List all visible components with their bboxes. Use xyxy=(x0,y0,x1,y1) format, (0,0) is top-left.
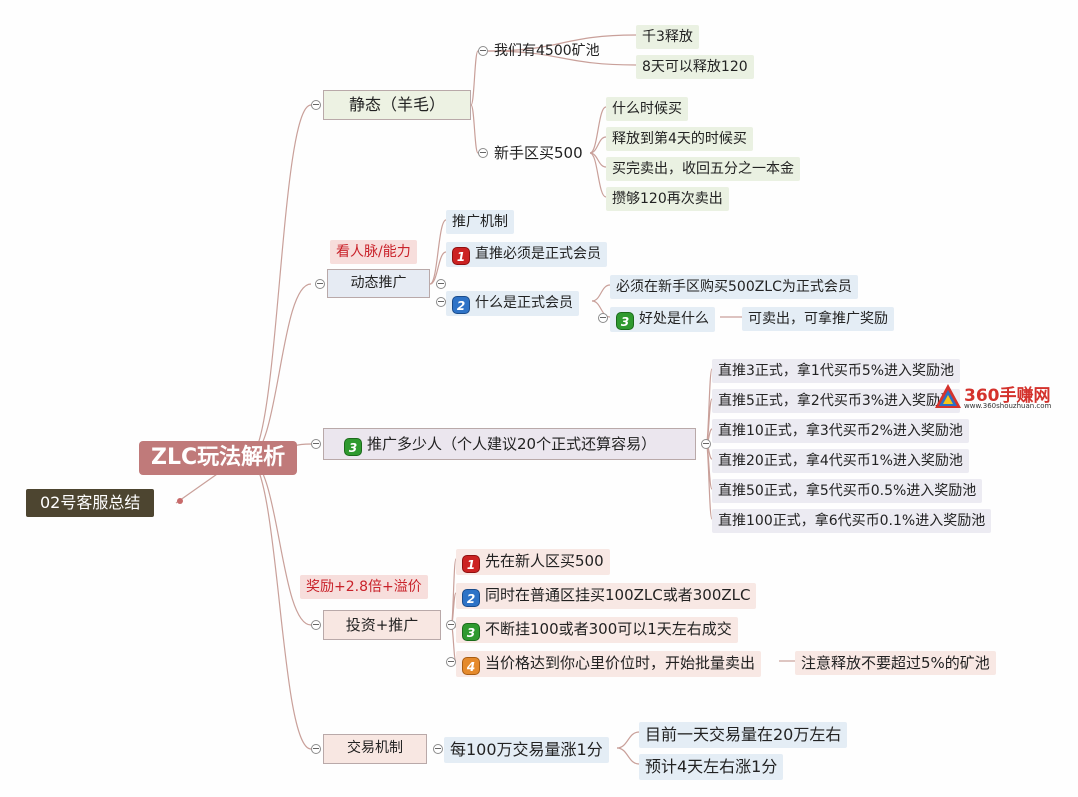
collapse-icon[interactable] xyxy=(436,279,446,289)
topic-trade[interactable]: 交易机制 xyxy=(323,734,427,764)
connector xyxy=(175,471,221,504)
connector xyxy=(247,457,312,750)
connector xyxy=(589,136,607,154)
connector xyxy=(429,219,447,285)
collapse-icon[interactable] xyxy=(436,297,446,307)
leaf-tier[interactable]: 直推5正式，拿2代买币3%进入奖励池 xyxy=(712,389,961,413)
priority-3-icon: 3 xyxy=(344,438,362,456)
leaf-tier[interactable]: 直推3正式，拿1代买币5%进入奖励池 xyxy=(712,359,961,383)
collapse-icon[interactable] xyxy=(598,313,608,323)
node-mine-pool[interactable]: 我们有4500矿池 xyxy=(494,43,600,59)
node-newbie-buy[interactable]: 新手区买500 xyxy=(494,144,583,162)
leaf-benefit-answer[interactable]: 可卖出，可拿推广奖励 xyxy=(742,307,894,331)
leaf-release-rate[interactable]: 千3释放 xyxy=(636,25,699,49)
connector xyxy=(487,34,637,52)
collapse-icon[interactable] xyxy=(478,46,488,56)
priority-3-icon: 3 xyxy=(616,312,634,330)
leaf-buy-day4[interactable]: 释放到第4天的时候买 xyxy=(606,127,753,151)
collapse-icon[interactable] xyxy=(446,657,456,667)
connector xyxy=(429,251,447,285)
connector xyxy=(247,283,312,459)
priority-1-icon: 1 xyxy=(452,247,470,265)
leaf-formal-definition[interactable]: 必须在新手区购买500ZLC为正式会员 xyxy=(610,275,858,299)
connector xyxy=(470,50,479,106)
triangle-logo-icon xyxy=(935,384,961,408)
connector xyxy=(616,747,640,765)
leaf-mechanism[interactable]: 推广机制 xyxy=(446,210,514,234)
topic-dynamic[interactable]: 动态推广 xyxy=(327,269,430,298)
node-trade-rule[interactable]: 每100万交易量涨1分 xyxy=(444,737,609,763)
leaf-when-buy[interactable]: 什么时候买 xyxy=(606,97,688,121)
connector xyxy=(247,104,312,459)
connector xyxy=(591,300,611,318)
watermark-name: 360手赚网 xyxy=(964,386,1051,406)
leaf-tier[interactable]: 直推10正式，拿3代买币2%进入奖励池 xyxy=(712,419,969,443)
leaf-tier[interactable]: 直推100正式，拿6代买币0.1%进入奖励池 xyxy=(712,509,992,533)
collapse-icon[interactable] xyxy=(701,439,711,449)
collapse-icon[interactable] xyxy=(315,279,325,289)
collapse-icon[interactable] xyxy=(311,100,321,110)
collapse-icon[interactable] xyxy=(446,620,456,630)
collapse-icon[interactable] xyxy=(311,744,321,754)
leaf-release-note[interactable]: 注意释放不要超过5%的矿池 xyxy=(795,651,996,675)
connector xyxy=(487,50,637,66)
priority-1-icon: 1 xyxy=(462,555,480,573)
leaf-tier[interactable]: 直推20正式，拿4代买币1%进入奖励池 xyxy=(712,449,969,473)
floating-topic[interactable]: 02号客服总结 xyxy=(26,489,155,517)
leaf-daily-volume[interactable]: 目前一天交易量在20万左右 xyxy=(639,722,848,748)
collapse-icon[interactable] xyxy=(433,744,443,754)
root-topic[interactable]: ZLC玩法解析 xyxy=(139,441,298,475)
leaf-forecast[interactable]: 预计4天左右涨1分 xyxy=(639,754,784,780)
topic-invest-promote[interactable]: 投资+推广 xyxy=(323,610,441,640)
topic-static[interactable]: 静态（羊毛） xyxy=(323,90,471,120)
priority-4-icon: 4 xyxy=(462,657,480,675)
tag-reward: 奖励+2.8倍+溢价 xyxy=(300,575,428,599)
priority-2-icon: 2 xyxy=(452,296,470,314)
watermark-url: www.360shouzhuan.com xyxy=(964,402,1052,410)
tag-network-ability: 看人脉/能力 xyxy=(330,240,417,264)
connector xyxy=(616,731,640,749)
leaf-release-days[interactable]: 8天可以释放120 xyxy=(636,55,754,79)
connector xyxy=(589,152,607,198)
leaf-save-sell[interactable]: 攒够120再次卖出 xyxy=(606,187,729,211)
priority-3-icon: 3 xyxy=(462,623,480,641)
connector xyxy=(591,284,611,302)
collapse-icon[interactable] xyxy=(311,439,321,449)
connector-dot xyxy=(177,498,183,504)
watermark-logo: 360手赚网 www.360shouzhuan.com xyxy=(934,382,1074,412)
collapse-icon[interactable] xyxy=(311,620,321,630)
connector xyxy=(589,106,607,154)
collapse-icon[interactable] xyxy=(478,148,488,158)
leaf-tier[interactable]: 直推50正式，拿5代买币0.5%进入奖励池 xyxy=(712,479,983,503)
leaf-sell-recover[interactable]: 买完卖出，收回五分之一本金 xyxy=(606,157,800,181)
priority-2-icon: 2 xyxy=(462,589,480,607)
connector xyxy=(470,104,479,154)
